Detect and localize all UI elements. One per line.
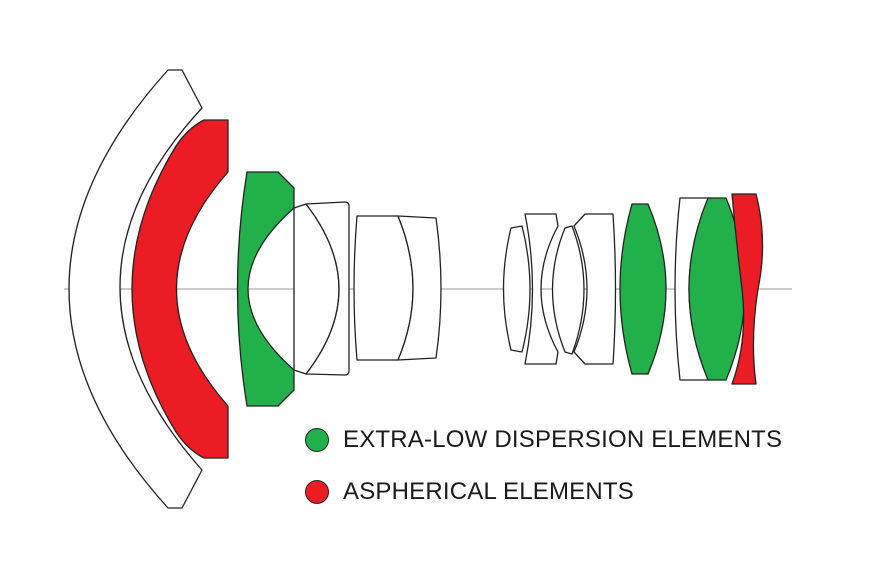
lens-element-3 [236,171,295,407]
lens-element-12 [619,203,667,375]
legend: EXTRA-LOW DISPERSION ELEMENTS ASPHERICAL… [305,425,782,529]
lens-element-7 [397,215,442,361]
lens-element-15 [731,193,764,385]
lens-element-9 [524,213,559,365]
lens-element-8 [502,225,531,353]
lens-element-2 [131,119,229,459]
green-dot-icon [305,428,329,452]
legend-label-ed: EXTRA-LOW DISPERSION ELEMENTS [343,426,783,453]
lens-element-10 [551,225,585,355]
legend-item-ed: EXTRA-LOW DISPERSION ELEMENTS [305,425,782,455]
lens-element-11 [573,213,617,365]
legend-label-aspherical: ASPHERICAL ELEMENTS [343,478,634,505]
red-dot-icon [305,480,329,504]
legend-item-aspherical: ASPHERICAL ELEMENTS [305,477,782,507]
lens-element-1 [68,69,203,509]
lens-element-5 [305,201,350,376]
lens-element-6 [353,215,414,361]
